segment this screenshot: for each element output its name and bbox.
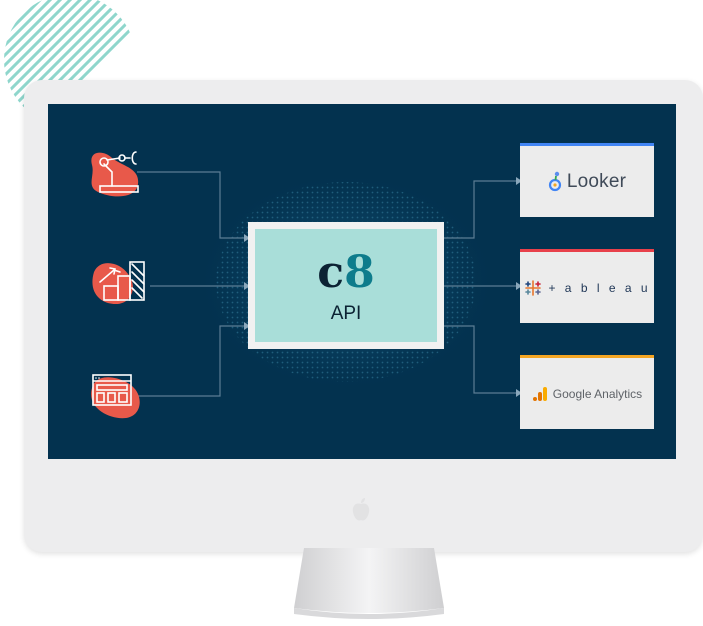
apple-logo-icon — [352, 498, 370, 521]
c8-logo: c8 — [255, 251, 437, 295]
connector-dest-3 — [444, 325, 516, 394]
destination-google-analytics: Google Analytics — [520, 355, 654, 429]
arrowhead — [516, 282, 522, 290]
connector-source-1 — [137, 171, 244, 239]
connector-source-3 — [137, 325, 244, 397]
arrowhead — [516, 177, 522, 185]
connector-dest-1 — [444, 180, 516, 239]
google-analytics-icon — [532, 386, 547, 401]
looker-icon — [548, 171, 561, 191]
arrowhead — [244, 322, 250, 330]
tableau-icon — [525, 279, 542, 296]
robot-arm-icon — [91, 151, 139, 197]
destination-looker: Looker — [520, 143, 654, 217]
arrowhead — [244, 234, 250, 242]
api-panel: c8 API — [255, 229, 437, 342]
c8-logo-8: 8 — [344, 247, 375, 298]
arrowhead — [516, 389, 522, 397]
c8-logo-c: c — [317, 247, 345, 298]
destination-tableau: + a b l e a u — [520, 249, 654, 323]
api-box: c8 API — [248, 222, 444, 349]
looker-label: Looker — [566, 170, 627, 192]
tableau-label: + a b l e a u — [548, 280, 651, 295]
arrowhead — [244, 282, 250, 290]
api-label: API — [330, 303, 362, 324]
growth-chart-icon — [92, 261, 145, 304]
google-analytics-label: Google Analytics — [552, 386, 643, 401]
monitor-stand — [294, 548, 444, 619]
browser-window-icon — [91, 374, 140, 419]
